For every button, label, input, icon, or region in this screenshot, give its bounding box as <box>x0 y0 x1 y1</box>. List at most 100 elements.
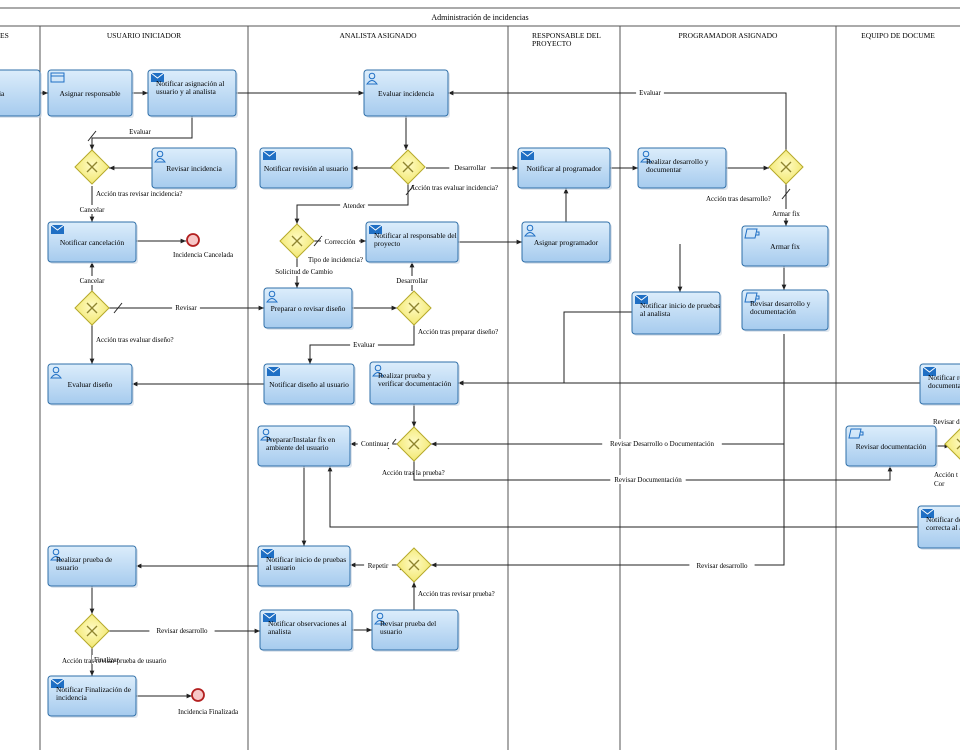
flow-label-cancelar2: Cancelar <box>80 277 106 285</box>
task-label: Notificar observaciones al <box>268 619 347 628</box>
gateway-g7[interactable]: Acción tras la prueba? <box>382 426 445 477</box>
task-notdis[interactable]: Notificar diseño al usuario <box>263 363 356 406</box>
task-evalinc[interactable]: Evaluar incidencia <box>363 69 450 118</box>
gateway-label: Acción tras evaluar incidencia? <box>410 184 498 192</box>
sequence-flow <box>448 90 787 150</box>
gateway-g2[interactable]: Acción tras evaluar incidencia? <box>390 149 498 192</box>
default-flow-marker <box>87 130 97 142</box>
flow-label-bg <box>931 417 960 426</box>
lane-l2: ANALISTA ASIGNADO <box>247 26 417 750</box>
flow-label-revisar: Revisar <box>175 304 197 312</box>
task-label: Revisar prueba del <box>380 619 436 628</box>
task-asig[interactable]: Asignar responsable <box>47 69 134 118</box>
exclusive-x-icon <box>86 625 98 637</box>
gateway-g1[interactable]: Acción tras revisar incidencia? <box>74 149 183 198</box>
flow-label-revdes2: Revisar desarrollo <box>156 627 208 635</box>
flow-label-evaluar3: Evaluar <box>353 341 375 349</box>
flow-label-bg <box>636 88 664 97</box>
exclusive-x-icon <box>402 161 414 173</box>
gateway-label: Acción tras revisar prueba? <box>418 590 495 598</box>
flow-label-revdoc: Revisar Documentación <box>614 476 682 484</box>
flow-label-bg <box>321 237 359 246</box>
task-asigprog[interactable]: Asignar programador <box>521 221 612 264</box>
send-task-icon <box>260 548 275 558</box>
task-prepdis[interactable]: Preparar o revisar diseño <box>263 287 354 330</box>
send-task-icon <box>920 508 935 518</box>
flow-label-bg <box>610 475 686 484</box>
task-label: analista <box>268 627 292 636</box>
task-revdoc[interactable]: Revisar documentación <box>845 425 938 468</box>
send-task-icon <box>50 678 65 688</box>
lane-title: ANALISTA ASIGNADO <box>339 31 417 40</box>
gateway-g10[interactable]: Acción tras revisar prueba de usuario <box>62 613 167 665</box>
script-task-icon <box>744 228 760 239</box>
lane-title: USUARIO INICIADOR <box>107 31 181 40</box>
gateway-label: Acción tras desarrollo? <box>706 195 771 203</box>
gateway-g3[interactable]: Acción tras desarrollo? <box>706 149 804 203</box>
gateway-g9[interactable]: Acción tras revisar prueba? <box>396 547 495 598</box>
task-label: Notificar al programador <box>527 164 602 173</box>
gateway-g6[interactable]: Acción tras preparar diseño? <box>396 290 498 336</box>
task-label: Notificar do <box>926 515 960 524</box>
task-notrev2[interactable]: Notificar redocumentac <box>919 363 960 406</box>
user-task-icon <box>374 612 386 625</box>
exclusive-x-icon <box>86 302 98 314</box>
task-label: Revisar desarrollo y <box>750 299 811 308</box>
end-event-e1: Incidencia Cancelada <box>173 233 234 259</box>
gateway-g5[interactable]: Acción tras evaluar diseño? <box>74 290 174 344</box>
default-flow-marker <box>113 302 123 314</box>
user-task-icon <box>154 150 166 163</box>
end-event-e2: Incidencia Finalizada <box>178 688 239 716</box>
lane-title: PROYECTO <box>532 39 572 48</box>
task-label: cia <box>0 89 5 98</box>
task-label: Evaluar incidencia <box>378 89 435 98</box>
lane-title: RESPONSABLE DEL <box>532 31 601 40</box>
lane-l5: EQUIPO DE DOCUME <box>835 26 935 750</box>
task-notrev[interactable]: Notificar revisión al usuario <box>259 147 354 190</box>
task-evaldis[interactable]: Evaluar diseño <box>47 363 134 406</box>
task-notprog[interactable]: Notificar al programador <box>517 147 612 190</box>
gateway-g4[interactable]: Tipo de incidencia? <box>279 223 363 264</box>
flow-label-bg <box>269 267 339 276</box>
task-label: usuario <box>56 563 78 572</box>
task-armar[interactable]: Armar fix <box>741 225 830 268</box>
exclusive-x-icon <box>956 438 960 450</box>
task-cia[interactable]: cia <box>0 69 42 118</box>
flow-label-repetir: Repetir <box>368 562 389 570</box>
task-label: Realizar prueba y <box>378 371 431 380</box>
task-label: Preparar/Instalar fix en <box>266 435 335 444</box>
task-label: usuario y al analista <box>156 87 216 96</box>
flow-label-desarrollar1: Desarrollar <box>454 164 486 172</box>
send-task-icon <box>262 612 277 622</box>
gateway-label: Acción tras evaluar diseño? <box>96 336 174 344</box>
flow-label-continuar: Continuar <box>361 440 390 448</box>
task-label: Notificar re <box>928 373 960 382</box>
exclusive-x-icon <box>291 235 303 247</box>
user-task-icon <box>524 224 536 237</box>
task-label: Revisar documentación <box>856 442 927 451</box>
task-label: Revisar incidencia <box>166 164 222 173</box>
task-revinc[interactable]: Revisar incidencia <box>151 147 238 190</box>
task-label: Preparar o revisar diseño <box>271 304 346 313</box>
task-notcanc[interactable]: Notificar cancelación <box>47 221 138 264</box>
send-task-icon <box>634 294 649 304</box>
send-task-icon <box>50 224 65 234</box>
lane-title: ES <box>0 31 9 40</box>
send-task-icon <box>266 366 281 376</box>
